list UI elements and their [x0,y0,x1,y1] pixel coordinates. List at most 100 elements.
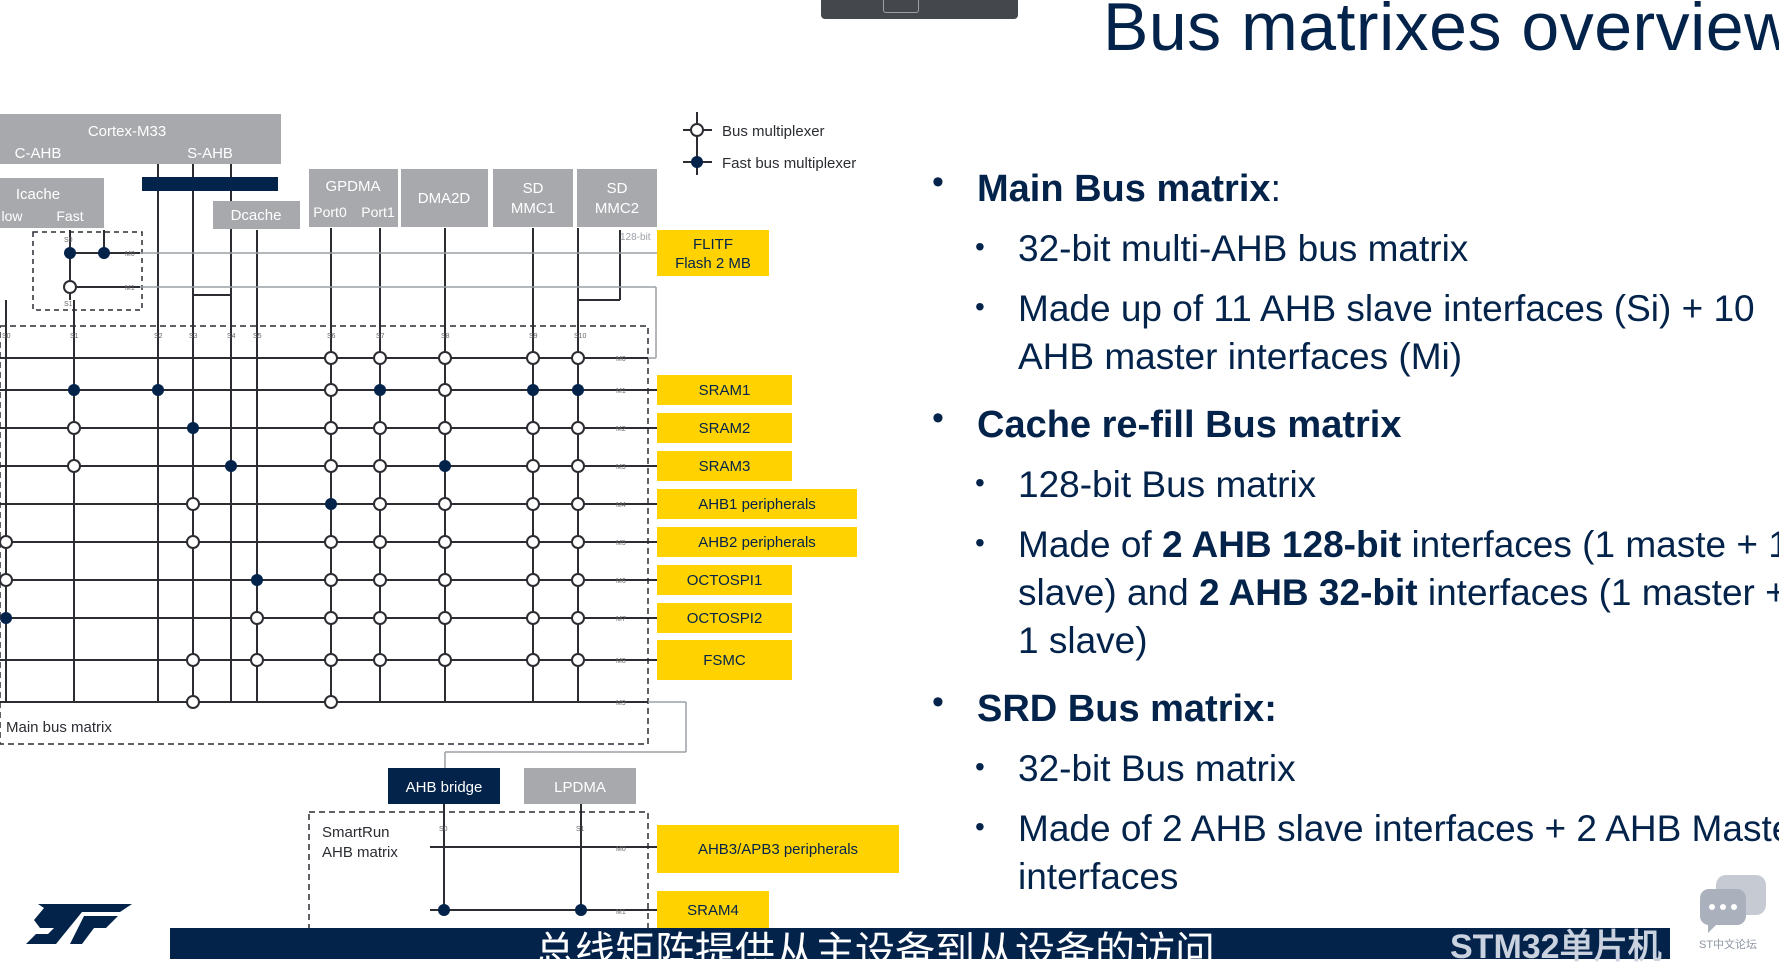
legend-mux-symbol [690,123,704,137]
icache-fast-label: Fast [56,208,83,224]
fast-mux-node-39 [439,460,451,472]
mux-node-12 [186,695,200,709]
master-label-6: M6 [616,578,626,585]
smartrun-m0: M0 [616,846,626,853]
mux-node-61 [571,611,585,625]
fast-mux-node-13 [225,460,237,472]
ahb-bridge-label: AHB bridge [406,779,483,796]
ahb1-label: AHB1 peripherals [698,496,816,513]
slave-label-2: S2 [154,333,163,340]
ahb3-apb3-label: AHB3/APB3 peripherals [698,841,858,858]
master-label-4: M4 [616,502,626,509]
mux-node-5 [67,421,81,435]
mux-node-9 [186,497,200,511]
mux-node-6 [67,459,81,473]
mux-node-16 [250,653,264,667]
sram3-block [657,451,792,481]
sdmmc1-line2: MMC1 [511,200,555,217]
mux-node-18 [324,383,338,397]
srd-item-1: 32-bit Bus matrix [973,743,1779,793]
forum-chat-icon[interactable] [1698,873,1770,935]
subtitle-caption: 总线矩阵提供从主设备到从设备的访问 [535,930,1215,974]
mux-node-40 [438,497,452,511]
slave-label-8: S8 [441,333,450,340]
slave-label-1: S1 [70,333,79,340]
mux-node-26 [324,695,338,709]
mux-node-29 [373,421,387,435]
gpdma-port0-label: Port0 [313,204,347,220]
sram2-label: SRAM2 [699,420,751,437]
dcache-label: Dcache [231,207,282,224]
mux-node-19 [324,421,338,435]
mux-node-24 [324,611,338,625]
cache-m1-label: M1 [125,285,135,292]
slave-label-10: S10 [574,333,587,340]
mux-node-48 [526,459,540,473]
master-label-7: M7 [616,616,626,623]
mux-node-43 [438,611,452,625]
fast-mux-node-14 [251,574,263,586]
master-label-3: M3 [616,464,626,471]
mux-node-30 [373,459,387,473]
main-bus-heading: Main Bus matrix [977,168,1271,210]
mux-node-60 [571,573,585,587]
smartrun-line1: SmartRun [322,824,390,841]
fsmc-label: FSMC [703,652,746,669]
master-label-5: M5 [616,540,626,547]
cache-refill-item-2: Made of 2 AHB 128-bit interfaces (1 mast… [973,519,1779,665]
srd-item-2: Made of 2 AHB slave interfaces + 2 AHB M… [973,803,1779,901]
main-bus-heading-colon: : [1270,168,1282,210]
main-bus-item-1: 32-bit multi-AHB bus matrix [973,223,1779,273]
smartrun-s0: S0 [439,826,448,833]
mux-node-44 [438,653,452,667]
gpdma-port1-label: Port1 [361,204,395,220]
cache-s0-label: S0 [64,237,73,244]
subtitle-bar: 总线矩阵提供从主设备到从设备的访问 STM32单片机 [170,928,1670,974]
video-top-bar[interactable] [821,0,1018,19]
mux-node-47 [526,421,540,435]
forum-text: ST中文论坛 [1699,939,1758,951]
mux-node-59 [571,535,585,549]
mux-node-50 [526,535,540,549]
fast-mux-node-8 [187,422,199,434]
master-label-0: M0 [616,356,626,363]
mux-node-38 [438,421,452,435]
top-bar-handle[interactable] [883,0,919,13]
mux-node-53 [526,653,540,667]
fast-mux-node-7 [152,384,164,396]
octospi2-label: OCTOSPI2 [687,610,763,627]
dma2d-label: DMA2D [418,190,471,207]
slave-label-3: S3 [189,333,198,340]
fast-mux-node-28 [374,384,386,396]
icache-label: Icache [16,186,60,203]
mux-node-37 [438,383,452,397]
fsmc-block [657,640,792,680]
octospi1-label: OCTOSPI1 [687,572,763,589]
mux-node-27 [373,351,387,365]
sram4-label: SRAM4 [687,902,739,919]
fast-mux-node-21 [325,498,337,510]
fast-mux-node-3 [0,612,12,624]
bullet-srd-bus-matrix: SRD Bus matrix: 32-bit Bus matrix Made o… [930,683,1779,901]
slave-label-7: S7 [376,333,385,340]
mux-node-25 [324,653,338,667]
sram3-label: SRAM3 [699,458,751,475]
mux-node-41 [438,535,452,549]
main-matrix-box [0,325,649,745]
ahb2-label: AHB2 peripherals [698,534,816,551]
c-ahb-label: C-AHB [15,145,62,162]
gpdma-block [309,169,398,227]
mux-node-36 [438,351,452,365]
slave-label-5: S5 [253,333,262,340]
mux-node-51 [526,573,540,587]
sdmmc2-line2: MMC2 [595,200,639,217]
st-logo [26,904,132,944]
cache-fast-mux-2 [98,247,110,259]
octospi1-block [657,565,792,595]
mux-node-42 [438,573,452,587]
master-label-1: M1 [616,388,626,395]
sram1-label: SRAM1 [699,382,751,399]
mux-node-20 [324,459,338,473]
mux-node-57 [571,459,585,473]
sdmmc2-block [577,169,657,227]
